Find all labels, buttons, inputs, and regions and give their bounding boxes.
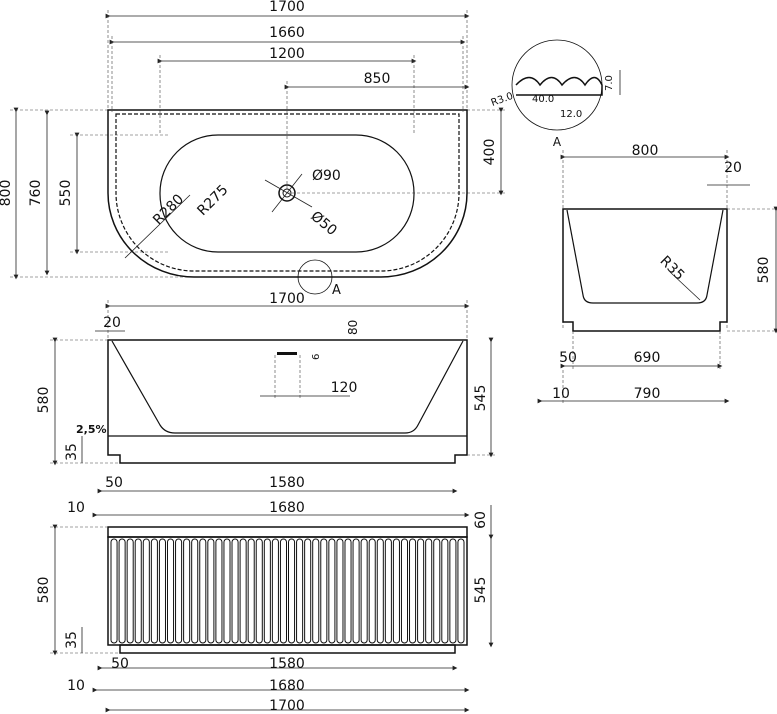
side-plinth-offset: 50 (559, 350, 577, 366)
flute (142, 538, 150, 644)
flute (352, 538, 360, 644)
flute (360, 538, 368, 644)
flute (288, 538, 296, 644)
dim-1660: 1660 (269, 25, 305, 41)
flute (223, 538, 231, 644)
flute (271, 538, 279, 644)
flute (134, 538, 142, 644)
flute (279, 538, 287, 644)
elev-plinth-height: 35 (64, 631, 80, 649)
side-section: 800 20 580 R35 50 690 10 790 (537, 143, 777, 405)
flute (449, 538, 457, 644)
flute (239, 538, 247, 644)
side-offset-10: 10 (552, 386, 570, 402)
detail-depth: 7.0 (604, 75, 615, 91)
side-base-width: 690 (634, 350, 661, 366)
flute (158, 538, 166, 644)
flute (417, 538, 425, 644)
flute (344, 538, 352, 644)
flute (441, 538, 449, 644)
flute (320, 538, 328, 644)
overflow-diameter: Ø50 (307, 208, 339, 239)
flute (425, 538, 433, 644)
flute (312, 538, 320, 644)
flute (263, 538, 271, 644)
flute (247, 538, 255, 644)
flute (118, 538, 126, 644)
elev-inner-height: 545 (473, 577, 489, 604)
flute (183, 538, 191, 644)
front-base: 1580 (269, 475, 305, 491)
front-elevation: 60 580 545 35 50 1580 10 1680 1700 (36, 505, 494, 714)
front-inner-height: 545 (473, 385, 489, 412)
detail-radius: R3.0 (490, 91, 515, 109)
side-top-width: 800 (632, 143, 659, 159)
flute (433, 538, 441, 644)
flute (328, 538, 336, 644)
flute (304, 538, 312, 644)
flute (231, 538, 239, 644)
drain-diameter: Ø90 (312, 168, 341, 184)
flute (126, 538, 134, 644)
top-view: 1700 1660 1200 850 800 760 550 400 (0, 0, 507, 298)
radius-280: R280 (150, 191, 187, 228)
front-section: 1700 20 80 6 120 580 545 2,5% 35 50 1580… (36, 291, 497, 518)
flute (368, 538, 376, 644)
flute (384, 538, 392, 644)
side-rim: 20 (724, 160, 742, 176)
side-height: 580 (756, 257, 772, 284)
elev-plinth-offset: 50 (111, 656, 129, 672)
elev-length-1680: 1680 (269, 678, 305, 694)
front-plinth-offset: 50 (105, 475, 123, 491)
dim-1200: 1200 (269, 46, 305, 62)
front-rim: 20 (103, 315, 121, 331)
elev-length-1700: 1700 (269, 698, 305, 714)
dim-1700-top: 1700 (269, 0, 305, 15)
front-height: 580 (36, 387, 52, 414)
detail-a: R3.0 40.0 12.0 7.0 A (490, 39, 621, 149)
front-overflow-6: 6 (311, 354, 322, 360)
flute (409, 538, 417, 644)
front-offset-10: 10 (67, 500, 85, 516)
side-radius: R35 (657, 253, 688, 284)
flute (110, 538, 118, 644)
detail-pitch: 40.0 (532, 94, 554, 105)
flute (166, 538, 175, 644)
flute (215, 538, 223, 644)
radius-275: R275 (194, 182, 231, 219)
front-overflow-80: 80 (346, 320, 360, 335)
elev-top-60: 60 (473, 511, 489, 529)
flute (376, 538, 384, 644)
flute (255, 538, 263, 644)
side-overall-base: 790 (634, 386, 661, 402)
elev-offset-10: 10 (67, 678, 85, 694)
dim-850: 850 (364, 71, 391, 87)
flute (199, 538, 207, 644)
front-overflow-120: 120 (331, 380, 358, 396)
front-length: 1700 (269, 291, 305, 307)
flutes (110, 538, 465, 644)
flute (400, 538, 409, 644)
front-plinth-height: 35 (64, 443, 80, 461)
detail-a-label: A (553, 135, 562, 149)
flute (392, 538, 400, 644)
detail-groove: 12.0 (560, 109, 582, 120)
dim-550: 550 (58, 180, 74, 207)
front-length-1680: 1680 (269, 500, 305, 516)
flute (336, 538, 344, 644)
dim-760: 760 (28, 180, 44, 207)
dim-800: 800 (0, 180, 14, 207)
elev-base: 1580 (269, 656, 305, 672)
flute (296, 538, 304, 644)
dim-400: 400 (482, 139, 498, 166)
flute (175, 538, 183, 644)
flute (457, 538, 465, 644)
flute (150, 538, 158, 644)
detail-a-marker: A (332, 283, 341, 298)
elev-height: 580 (36, 577, 52, 604)
flute (191, 538, 199, 644)
front-slope: 2,5% (76, 423, 107, 436)
flute (207, 538, 215, 644)
